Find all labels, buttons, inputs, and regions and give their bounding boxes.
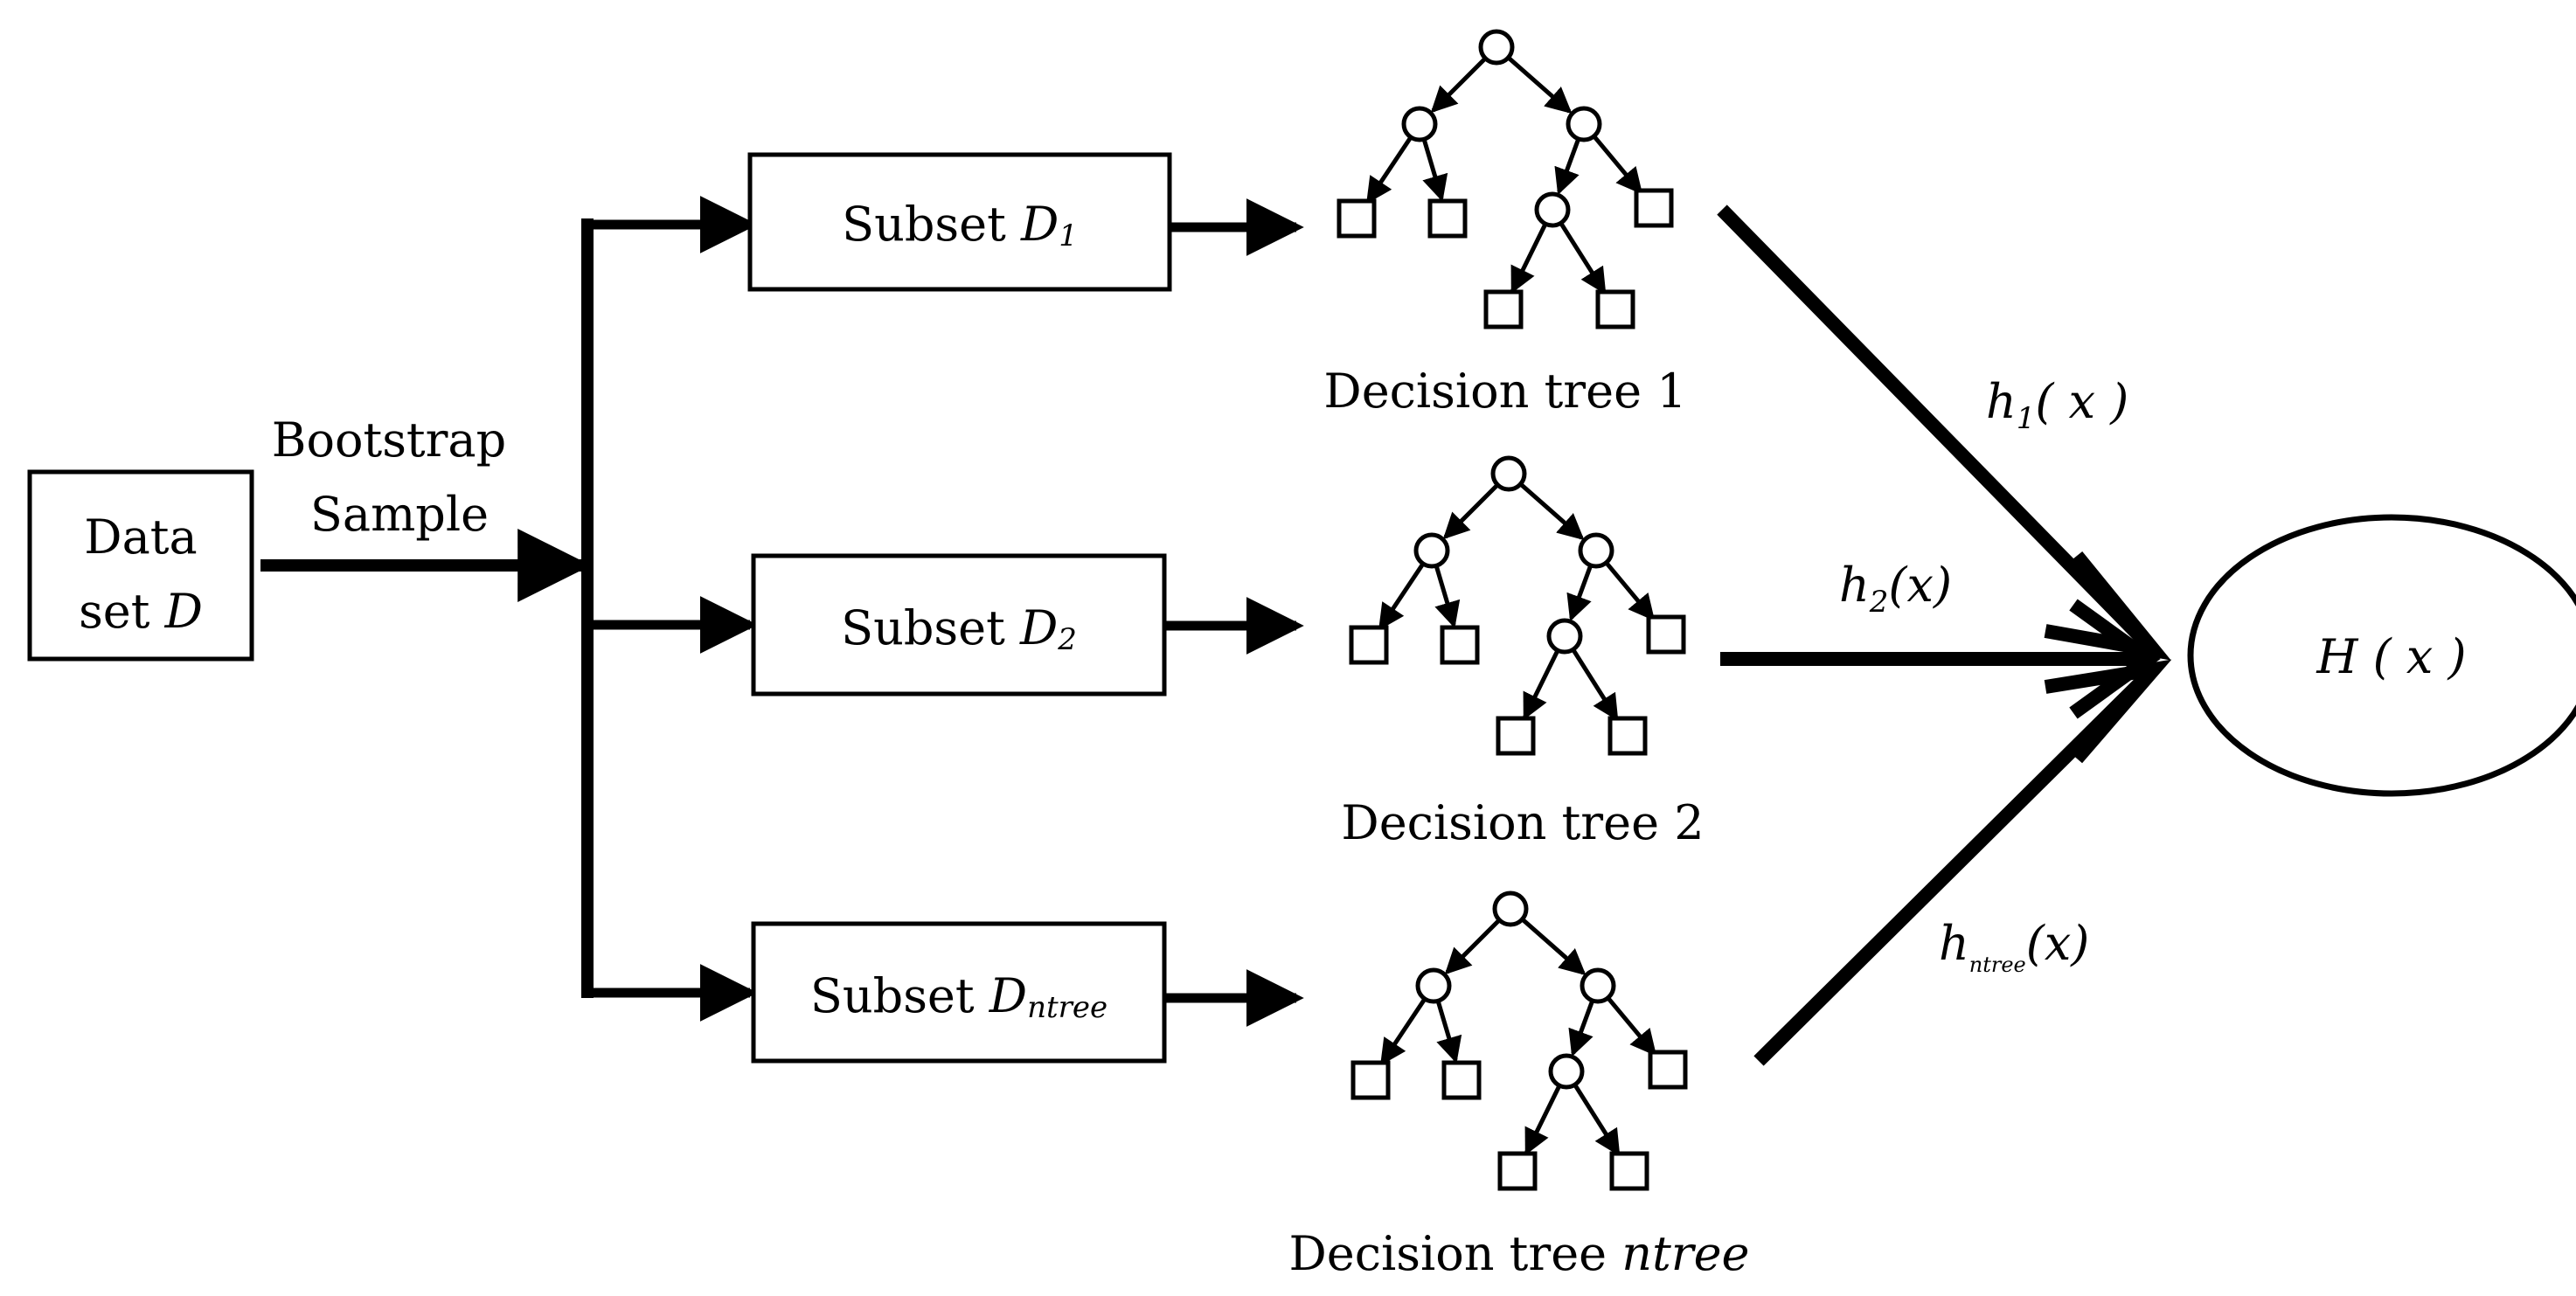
subset-box-2: [751, 553, 1167, 697]
tree-edge: [1434, 565, 1461, 628]
output-label: H ( x ): [2316, 629, 2466, 684]
subset-node-1: Subset D1: [747, 152, 1172, 292]
tree-leaf-node: [1337, 198, 1377, 239]
prediction-label-3: hntree(x): [1939, 916, 2089, 977]
tree-leaf-node: [1440, 625, 1480, 665]
tree-edge: [1523, 649, 1560, 721]
tree3-to-output-arrow: [1753, 659, 2172, 1066]
tree-edge: [1606, 996, 1657, 1057]
tree-leaf-node: [1350, 1060, 1391, 1100]
tree-leaf-node: [1497, 1151, 1538, 1191]
decision-tree-2-icon: [1349, 455, 1686, 756]
tree-edge: [1568, 1000, 1595, 1057]
tree-split-node: [1415, 967, 1452, 1004]
prediction-label-2: h2(x): [1839, 558, 1952, 620]
tree-edge: [1506, 56, 1573, 114]
tree-leaf-node: [1496, 716, 1536, 756]
tree-edge: [1510, 223, 1548, 295]
tree-edge: [1592, 135, 1643, 195]
tree-split-node: [1492, 891, 1529, 927]
tree-split-node: [1566, 106, 1602, 142]
tree-edge: [1421, 138, 1448, 202]
tree-edge: [1524, 1085, 1562, 1156]
subset-label-1: Subset D1: [842, 197, 1078, 253]
decision-tree-1-icon: [1337, 29, 1674, 329]
output-ellipse: [2187, 514, 2576, 797]
tree-edge: [1520, 918, 1587, 976]
tree-split-node: [1548, 1053, 1585, 1090]
tree-leaf-node: [1648, 1050, 1688, 1090]
decision-tree-3-icon: [1350, 891, 1688, 1191]
tree-edge: [1559, 221, 1607, 295]
tree-edge: [1573, 1083, 1621, 1157]
bootstrap-label-line2: Sample: [310, 487, 489, 542]
subset-box-1: [747, 152, 1172, 292]
tree-leaf-node: [1634, 188, 1674, 228]
tree1-to-output-arrow: [1717, 204, 2171, 661]
tree-split-node: [1401, 106, 1438, 142]
tree-caption-3: Decision tree ntree: [1288, 1226, 1749, 1281]
dataset-label-line2: set D: [79, 584, 203, 639]
subset-box-3: [751, 921, 1167, 1064]
prediction-label-1: h1( x ): [1986, 374, 2128, 436]
tree-split-node: [1478, 29, 1515, 66]
tree-edge: [1435, 1000, 1462, 1064]
dataset-label-line1: Data: [84, 509, 197, 565]
tree-leaf-node: [1441, 1060, 1482, 1100]
tree-split-node: [1546, 618, 1583, 655]
tree-edge: [1378, 562, 1426, 631]
tree-edge: [1366, 135, 1413, 204]
tree-edge: [1380, 997, 1427, 1066]
tree-edge: [1571, 648, 1619, 722]
tree-edge: [1444, 918, 1502, 975]
tree-split-node: [1578, 532, 1614, 569]
tree-edge: [1604, 561, 1656, 621]
tree-leaf-node: [1646, 614, 1686, 655]
tree-leaf-node: [1609, 1151, 1649, 1191]
subset-node-3: Subset Dntree: [751, 921, 1167, 1064]
tree-split-node: [1580, 967, 1616, 1004]
tree-edge: [1430, 56, 1488, 114]
tree-caption-2: Decision tree 2: [1341, 795, 1704, 850]
tree-caption-1: Decision tree 1: [1323, 364, 1686, 419]
subset-label-2: Subset D2: [841, 600, 1077, 657]
tree-leaf-node: [1607, 716, 1648, 756]
tree-leaf-node: [1349, 625, 1389, 665]
tree-edge: [1566, 565, 1594, 622]
tree-leaf-node: [1483, 289, 1524, 329]
bootstrap-label-line1: Bootstrap: [272, 412, 506, 468]
tree-split-node: [1490, 455, 1527, 492]
dataset-node: Data set D: [27, 469, 254, 662]
tree-split-node: [1534, 191, 1571, 228]
tree2-to-output-arrow: [1720, 599, 2161, 719]
tree-edge: [1518, 482, 1585, 541]
tree-edge: [1442, 482, 1500, 540]
tree-split-node: [1413, 532, 1450, 569]
output-node: H ( x ): [2187, 514, 2576, 797]
tree-edge: [1554, 138, 1581, 196]
dataset-box: [27, 469, 254, 662]
tree-leaf-node: [1595, 289, 1635, 329]
subset-node-2: Subset D2: [751, 553, 1167, 697]
subset-label-3: Subset Dntree: [810, 968, 1107, 1025]
bootstrap-sample-label: Bootstrap Sample: [272, 412, 506, 542]
tree-leaf-node: [1427, 198, 1468, 239]
